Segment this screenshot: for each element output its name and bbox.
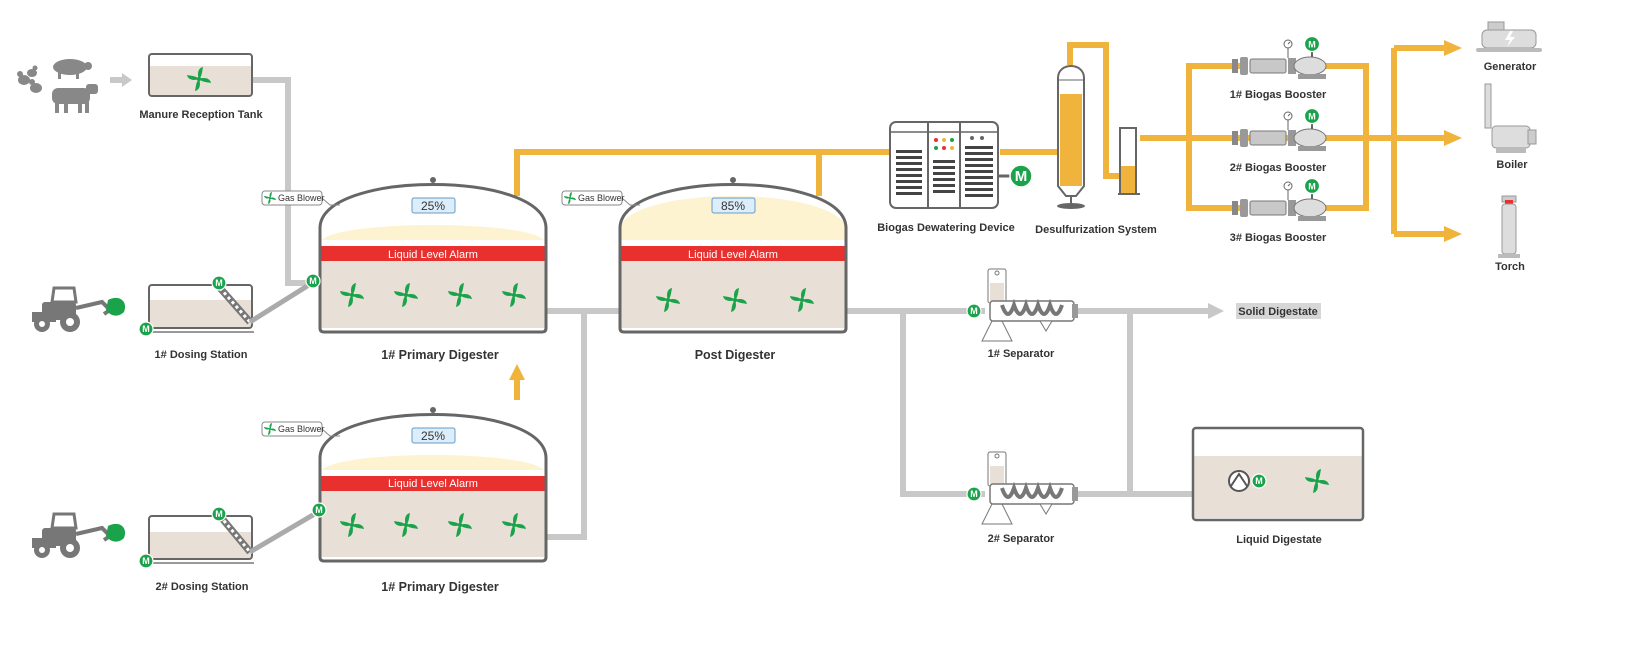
- torch-label: Torch: [1495, 261, 1525, 273]
- motor-icon: [1009, 164, 1033, 188]
- generator-label: Generator: [1484, 61, 1537, 73]
- desulfurization-label: Desulfurization System: [1035, 224, 1157, 236]
- pump-icon: [1228, 470, 1250, 492]
- solid-digestate: Solid Digestate: [1236, 303, 1321, 319]
- digester-1-label: 1# Primary Digester: [381, 348, 499, 362]
- motor-icon: [1251, 473, 1267, 489]
- pig-icon: [53, 59, 92, 79]
- liquid-pipes: [252, 77, 1195, 540]
- gas-blower-label: Gas Blower: [278, 424, 325, 434]
- dosing-station-2-label: 2# Dosing Station: [156, 581, 249, 593]
- boiler: Boiler: [1484, 83, 1537, 171]
- post-digester: 85% Liquid Level Alarm Post Digester: [618, 177, 848, 362]
- motor-icon: [305, 273, 321, 289]
- primary-digester-2: 25% Liquid Level Alarm 1# Primary Digest…: [311, 407, 548, 594]
- pressure-gauge-icon: [1231, 177, 1327, 222]
- gas-arrows: [509, 40, 1462, 380]
- boiler-label: Boiler: [1496, 159, 1528, 171]
- gas-blower-1[interactable]: Gas Blower: [261, 190, 340, 206]
- biogas-booster-2: 2# Biogas Booster: [1230, 107, 1327, 174]
- torch: Torch: [1495, 195, 1525, 273]
- solid-digestate-label: Solid Digestate: [1238, 306, 1317, 318]
- dosing-station-2: 2# Dosing Station: [30, 506, 320, 593]
- cow-icon: [52, 84, 98, 113]
- desulfurization-system: Desulfurization System: [1035, 65, 1157, 236]
- input-arrow: [110, 73, 132, 87]
- tractor-icon: [30, 512, 128, 560]
- motor-icon: [211, 275, 227, 291]
- level-readout: 25%: [421, 199, 445, 213]
- liquid-digestate-tank: Liquid Digestate: [1191, 426, 1365, 546]
- tractor-icon: [30, 286, 128, 334]
- manure-tank-label: Manure Reception Tank: [139, 109, 263, 121]
- digester-2-label: 1# Primary Digester: [381, 580, 499, 594]
- solid-arrow: [1195, 303, 1224, 319]
- booster-3-label: 3# Biogas Booster: [1230, 232, 1327, 244]
- primary-digester-1: 25% Liquid Level Alarm 1# Primary Digest…: [305, 177, 548, 362]
- gas-blower-label: Gas Blower: [578, 193, 625, 203]
- level-readout: 25%: [421, 429, 445, 443]
- gas-blower-3[interactable]: Gas Blower: [261, 421, 340, 437]
- pressure-gauge-icon: [1231, 107, 1327, 152]
- gas-blower-2[interactable]: Gas Blower: [561, 190, 640, 206]
- liquid-level-alarm: Liquid Level Alarm: [388, 478, 478, 490]
- booster-1-label: 1# Biogas Booster: [1230, 89, 1327, 101]
- liquid-digestate-label: Liquid Digestate: [1236, 534, 1322, 546]
- gas-blower-label: Gas Blower: [278, 193, 325, 203]
- motor-icon: [211, 506, 227, 522]
- motor-icon: [966, 303, 982, 319]
- lightning-icon: [1505, 31, 1515, 47]
- booster-2-label: 2# Biogas Booster: [1230, 162, 1327, 174]
- generator: Generator: [1476, 21, 1542, 73]
- motor-icon: [966, 486, 982, 502]
- level-readout: 85%: [721, 199, 745, 213]
- motor-icon: [138, 553, 154, 569]
- pressure-gauge-icon: [1231, 35, 1327, 80]
- biogas-booster-3: 3# Biogas Booster: [1230, 177, 1327, 244]
- dosing-station-1-label: 1# Dosing Station: [155, 349, 248, 361]
- liquid-level-alarm: Liquid Level Alarm: [688, 249, 778, 261]
- liquid-level-alarm: Liquid Level Alarm: [388, 249, 478, 261]
- biogas-dewatering-device: Biogas Dewatering Device: [877, 121, 1033, 234]
- biogas-booster-1: 1# Biogas Booster: [1230, 35, 1327, 101]
- separator-1-label: 1# Separator: [988, 348, 1055, 360]
- motor-icon: [311, 502, 327, 518]
- motor-icon: [138, 321, 154, 337]
- separator-2-label: 2# Separator: [988, 533, 1055, 545]
- separator-1: 1# Separator: [966, 267, 1080, 360]
- dewatering-label: Biogas Dewatering Device: [877, 222, 1015, 234]
- separator-2: 2# Separator: [966, 450, 1080, 545]
- dosing-station-1: 1# Dosing Station: [30, 275, 314, 361]
- chicken-icon: [17, 65, 42, 93]
- manure-reception-tank: Manure Reception Tank: [139, 53, 264, 121]
- post-digester-label: Post Digester: [695, 348, 776, 362]
- livestock-group: [17, 59, 98, 113]
